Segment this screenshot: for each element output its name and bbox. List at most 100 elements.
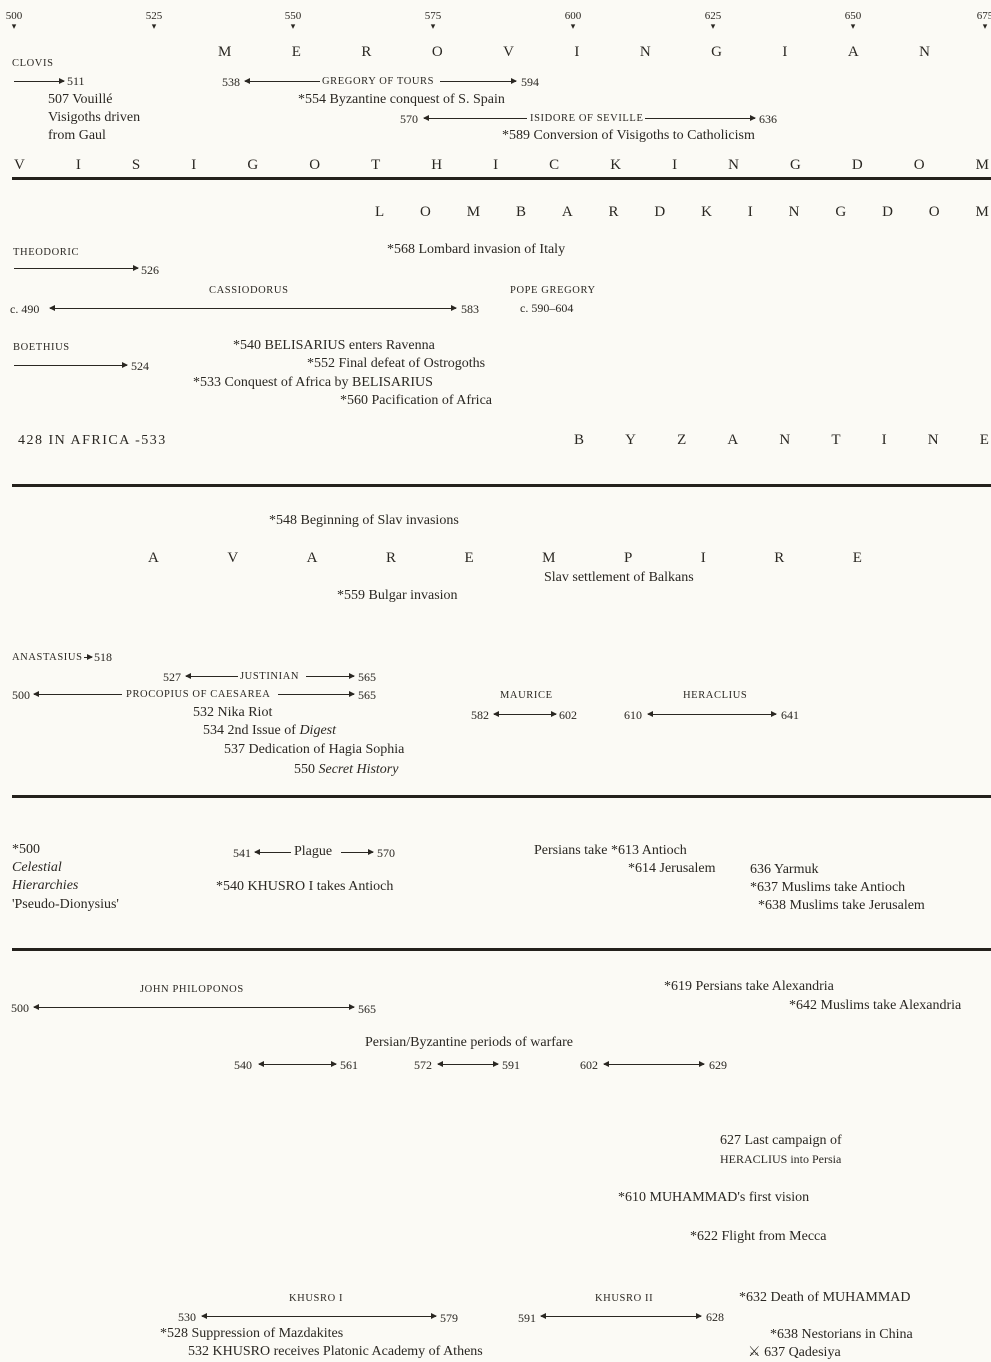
year-tick: 675▾ <box>970 10 991 31</box>
anastasius-arrow <box>84 654 93 660</box>
band-letter: O <box>431 44 443 60</box>
band-letter: N <box>927 432 939 448</box>
cassiodorus-end: 583 <box>461 302 479 316</box>
divider-line <box>12 795 991 798</box>
last-campaign-line1: 627 Last campaign of <box>720 1133 842 1148</box>
pope-gregory-label: POPE GREGORY <box>510 285 596 296</box>
vouille-line1: 507 Vouillé <box>48 92 113 107</box>
divider-line <box>12 948 991 951</box>
muslims-jerusalem: *638 Muslims take Jerusalem <box>758 898 925 913</box>
pseudo-dionysius-title1: Celestial <box>12 860 62 876</box>
band-letter: G <box>835 204 847 220</box>
boethius-end: 524 <box>131 359 149 373</box>
platonic-academy: 532 KHUSRO receives Platonic Academy of … <box>188 1344 483 1359</box>
band-letter: V <box>227 550 239 566</box>
digest-title: Digest <box>299 723 336 738</box>
warfare-label: Persian/Byzantine periods of warfare <box>365 1035 573 1050</box>
gregory-arrow-right <box>440 78 517 84</box>
pope-gregory-dates: c. 590–604 <box>520 301 574 315</box>
year-tick-label: 675 <box>976 10 991 22</box>
slav-invasions: *548 Beginning of Slav invasions <box>269 513 459 528</box>
band-letter: N <box>779 432 791 448</box>
theodoric-end: 526 <box>141 263 159 277</box>
justinian-start: 527 <box>163 670 181 684</box>
tick-marker-icon: ▾ <box>710 21 716 31</box>
plague-arrow-left <box>254 849 291 855</box>
isidore-start: 570 <box>400 112 418 126</box>
tick-marker-icon: ▾ <box>11 21 17 31</box>
band-letter: D <box>654 204 666 220</box>
heraclius-start: 610 <box>624 708 642 722</box>
year-tick: 600▾ <box>558 10 588 31</box>
year-tick: 500▾ <box>0 10 29 31</box>
khusro1-label: KHUSRO I <box>289 1293 344 1304</box>
khusro1-arrow <box>201 1313 437 1319</box>
isidore-arrow-left <box>423 115 527 121</box>
maurice-label: MAURICE <box>500 690 553 701</box>
divider-line <box>12 177 991 180</box>
band-letter: A <box>148 550 159 566</box>
justinian-arrow-left <box>185 673 238 679</box>
lombard-invasion: *568 Lombard invasion of Italy <box>387 242 566 257</box>
cassiodorus-label: CASSIODORUS <box>209 285 289 296</box>
warfare1-arrow <box>258 1061 337 1067</box>
title1-text: Celestial <box>12 860 62 875</box>
maurice-start: 582 <box>471 708 489 722</box>
digest-issue: 534 2nd Issue of Digest <box>203 723 336 739</box>
heraclius-label: HERACLIUS <box>683 690 748 701</box>
band-letter: M <box>975 204 989 220</box>
title2-text: Hierarchies <box>12 878 79 893</box>
vouille-line2: Visigoths driven <box>48 110 141 125</box>
tick-marker-icon: ▾ <box>290 21 296 31</box>
plague-label: Plague <box>294 844 333 859</box>
secret-prefix: 550 <box>294 762 319 777</box>
procopius-start: 500 <box>12 688 30 702</box>
band-letter: O <box>420 204 431 220</box>
band-letter: E <box>979 432 989 448</box>
band-letter: M <box>975 157 989 173</box>
band-letter: M <box>466 204 481 220</box>
nestorians-china: *638 Nestorians in China <box>770 1327 913 1342</box>
yarmuk: 636 Yarmuk <box>750 862 819 877</box>
jerusalem-614: *614 Jerusalem <box>628 861 716 876</box>
clovis-label: CLOVIS <box>12 58 54 69</box>
band-letter: I <box>574 44 580 60</box>
death-muhammad: *632 Death of MUHAMMAD <box>739 1290 911 1305</box>
year-tick: 625▾ <box>698 10 728 31</box>
band-letter: S <box>131 157 141 173</box>
khusro1-end: 579 <box>440 1311 458 1325</box>
year-tick-label: 550 <box>284 10 302 22</box>
band-letter: O <box>309 157 321 173</box>
mazdakites: *528 Suppression of Mazdakites <box>160 1326 344 1341</box>
justinian-arrow-right <box>306 673 355 679</box>
band-letter: G <box>247 157 259 173</box>
band-letter: L <box>375 204 385 220</box>
band-letter: V <box>14 157 25 173</box>
warfare2-start: 572 <box>414 1058 432 1072</box>
secret-title: Secret History <box>318 762 399 777</box>
philoponos-start: 500 <box>11 1001 29 1015</box>
cassiodorus-arrow <box>49 305 457 311</box>
justinian-end: 565 <box>358 670 376 684</box>
anastasius-end: 518 <box>94 650 112 664</box>
band-letter: G <box>711 44 722 60</box>
band-letter: E <box>852 550 862 566</box>
band-letter: I <box>700 550 706 566</box>
maurice-end: 602 <box>559 708 577 722</box>
band-letter: N <box>919 44 930 60</box>
band-letter: I <box>881 432 887 448</box>
band-letter: A <box>847 44 859 60</box>
warfare1-start: 540 <box>234 1058 252 1072</box>
tick-marker-icon: ▾ <box>850 21 856 31</box>
band-letter: V <box>503 44 514 60</box>
gregory-end: 594 <box>521 75 539 89</box>
hagia-sophia: 537 Dedication of Hagia Sophia <box>224 742 405 757</box>
belisarius-ravenna: *540 BELISARIUS enters Ravenna <box>233 338 435 353</box>
muhammad-vision: *610 MUHAMMAD's first vision <box>618 1190 810 1205</box>
band-letter: M <box>218 44 232 60</box>
pseudo-dionysius-year: *500 <box>12 842 40 857</box>
nika-riot: 532 Nika Riot <box>193 705 273 720</box>
